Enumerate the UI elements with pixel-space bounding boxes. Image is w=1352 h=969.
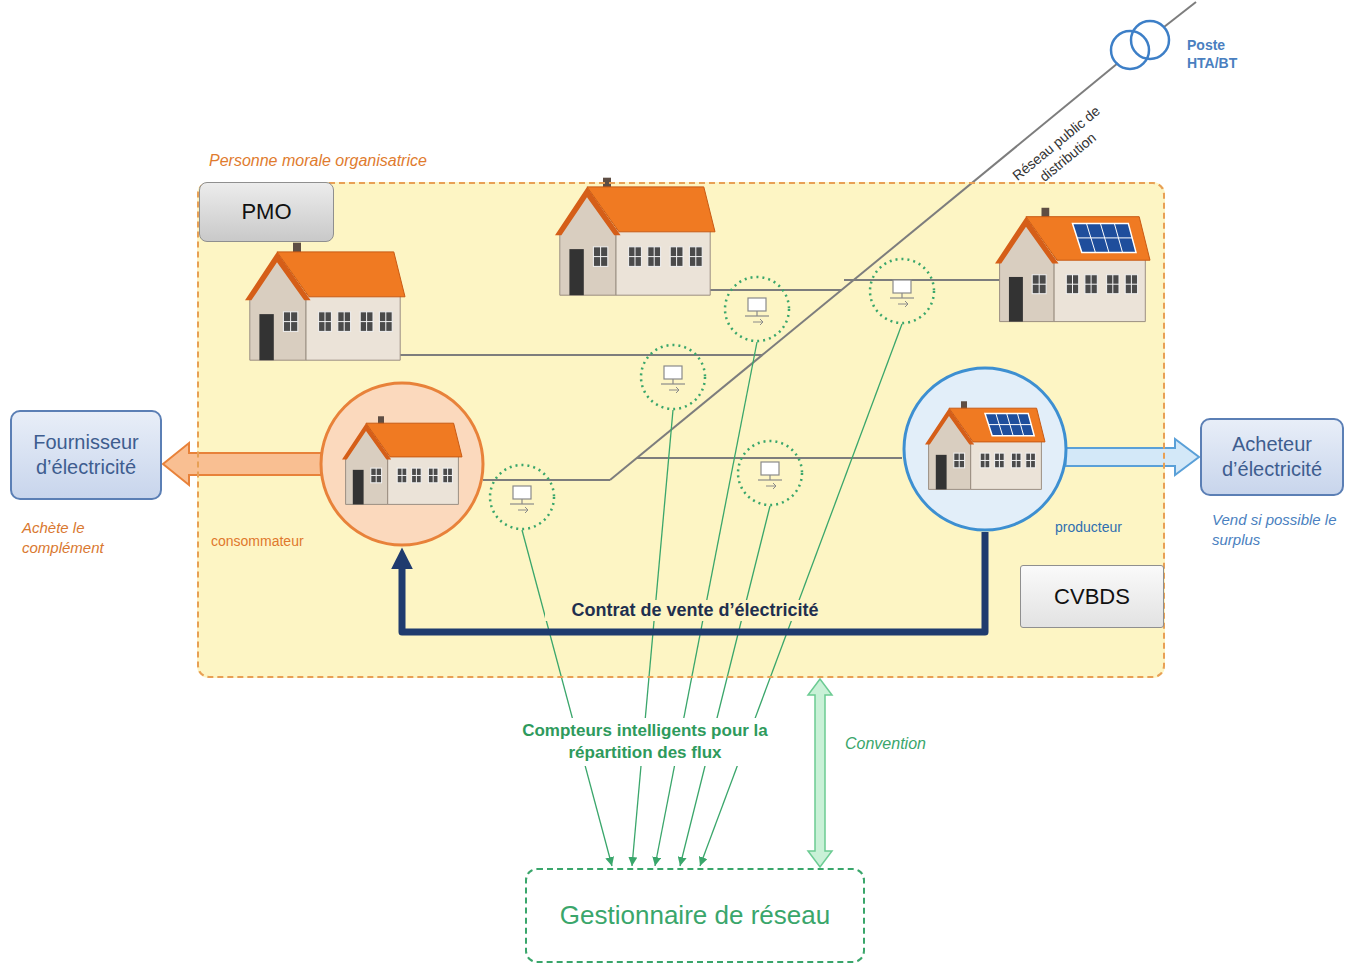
process-box: Fournisseur d’électricité <box>10 410 162 500</box>
house-icon <box>925 401 1045 489</box>
note-label: Réseau public de distribution <box>1000 95 1124 206</box>
grid-wire <box>1164 2 1196 27</box>
box-label: CVBDS <box>1054 583 1130 611</box>
role-label: consommateur <box>211 533 304 549</box>
circle-outline <box>902 366 1068 532</box>
actor-circle: producteur <box>902 366 1068 532</box>
box-label: Gestionnaire de réseau <box>560 899 830 932</box>
note-label: Vend si possible le surplus <box>1212 510 1344 549</box>
meter-link <box>700 324 902 866</box>
edge-label: Contrat de vente d’électricité <box>545 600 845 621</box>
smart-meter <box>870 259 934 323</box>
flow-arrow <box>808 679 832 867</box>
meter-link <box>680 506 770 866</box>
smart-meters <box>490 259 934 529</box>
transformer-symbol <box>1111 21 1169 69</box>
circle-outline <box>319 381 485 547</box>
houses <box>245 178 1150 361</box>
house-icon <box>342 416 462 504</box>
grid-wire <box>483 479 610 481</box>
region-ground <box>197 182 1165 678</box>
note-label: Compteurs intelligents pour la répartiti… <box>500 718 790 766</box>
grid-wires <box>385 2 1196 480</box>
house-icon <box>555 178 715 296</box>
box-label: Fournisseur d’électricité <box>20 430 152 480</box>
house-icon <box>995 208 1150 322</box>
actor-circle: consommateur <box>319 381 485 547</box>
edge-label: Convention <box>842 735 952 753</box>
note-label: Poste HTA/BT <box>1187 36 1257 72</box>
smart-meter <box>725 277 789 341</box>
box-label: Acheteur d’électricité <box>1210 432 1334 482</box>
grid-wire <box>844 279 1000 281</box>
contract-arrow <box>402 532 985 632</box>
process-box: Gestionnaire de réseau <box>525 868 865 963</box>
box-label: PMO <box>241 198 291 226</box>
meter-links <box>522 324 902 866</box>
note-label: Achète le complément <box>22 518 142 557</box>
process-box: CVBDS <box>1020 565 1164 628</box>
grid-wire <box>697 289 841 291</box>
grid-wire <box>385 354 762 356</box>
process-box: Acheteur d’électricité <box>1200 418 1344 496</box>
smart-meter <box>490 465 554 529</box>
process-box: PMO <box>199 182 334 242</box>
flow-arrow <box>163 443 321 485</box>
region-title: Personne morale organisatrice <box>209 152 427 170</box>
grid-wire <box>637 457 902 459</box>
smart-meter <box>738 441 802 505</box>
smart-meter <box>641 345 705 409</box>
meter-link <box>632 410 673 866</box>
house-icon <box>245 243 405 361</box>
meter-link <box>522 530 612 866</box>
flow-arrow <box>1066 439 1199 475</box>
role-label: producteur <box>1055 519 1122 535</box>
